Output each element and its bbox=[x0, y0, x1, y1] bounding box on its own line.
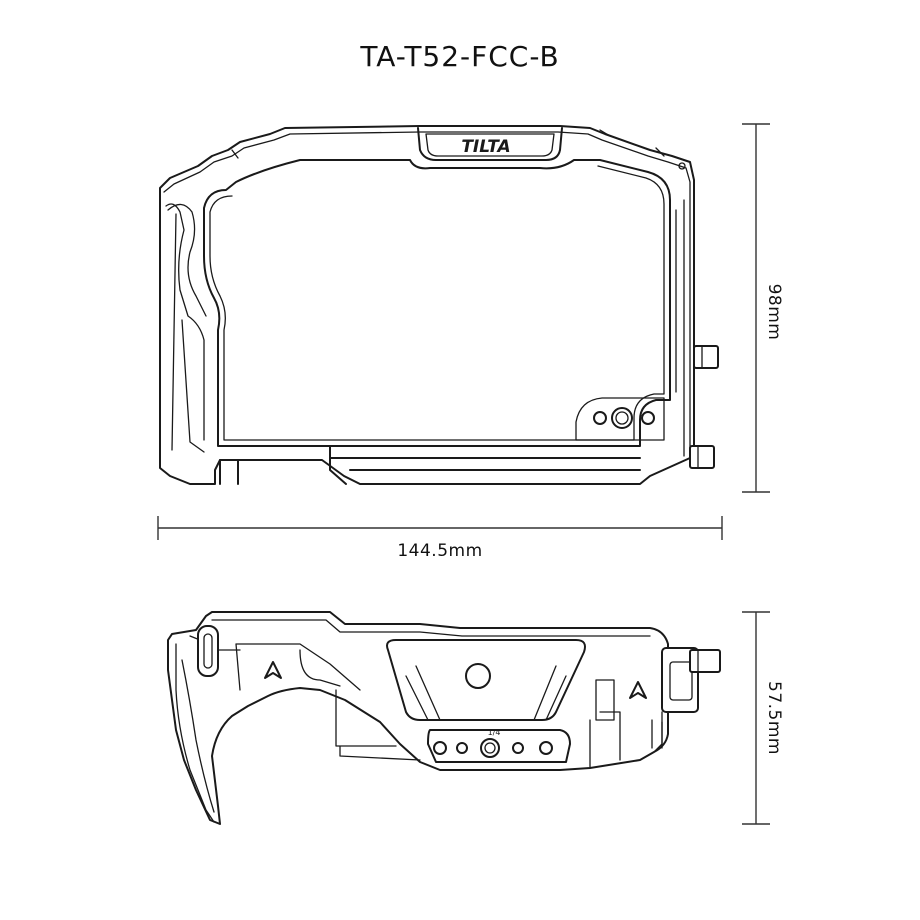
side-right-pin bbox=[689, 649, 721, 673]
front-top-logo-plate bbox=[417, 127, 563, 161]
product-model-title: TA-T52-FCC-B bbox=[360, 40, 560, 73]
side-height-dimension-label: 57.5mm bbox=[764, 681, 784, 755]
side-bottom-rail bbox=[427, 729, 571, 763]
front-outer-frame bbox=[159, 125, 695, 485]
front-inner-opening bbox=[203, 159, 671, 447]
side-quarter-thread-hole bbox=[480, 738, 500, 758]
side-main-body bbox=[167, 611, 669, 825]
dimension-lines-side bbox=[742, 611, 770, 825]
front-height-dimension-label: 98mm bbox=[764, 283, 784, 341]
front-mount-hole-left bbox=[593, 411, 607, 425]
side-center-hole bbox=[465, 663, 491, 689]
side-logo-right bbox=[629, 681, 647, 699]
dimension-lines-front bbox=[157, 123, 770, 540]
front-right-pin-upper bbox=[693, 345, 719, 369]
front-bottom-plate bbox=[219, 445, 641, 485]
width-dimension-label: 144.5mm bbox=[397, 541, 483, 561]
front-view-cage bbox=[159, 125, 719, 485]
side-logo-left bbox=[264, 661, 282, 679]
side-view-cage bbox=[167, 611, 721, 825]
front-left-grip bbox=[159, 199, 205, 461]
front-mount-hole-center bbox=[611, 407, 633, 429]
front-right-pin-lower bbox=[689, 445, 715, 469]
side-grip-slot bbox=[197, 625, 219, 677]
tilta-logo: TILTA bbox=[461, 137, 510, 157]
thread-size-mark: 1/4 bbox=[488, 728, 501, 737]
front-mount-hole-right bbox=[641, 411, 655, 425]
side-center-plate bbox=[386, 639, 586, 721]
